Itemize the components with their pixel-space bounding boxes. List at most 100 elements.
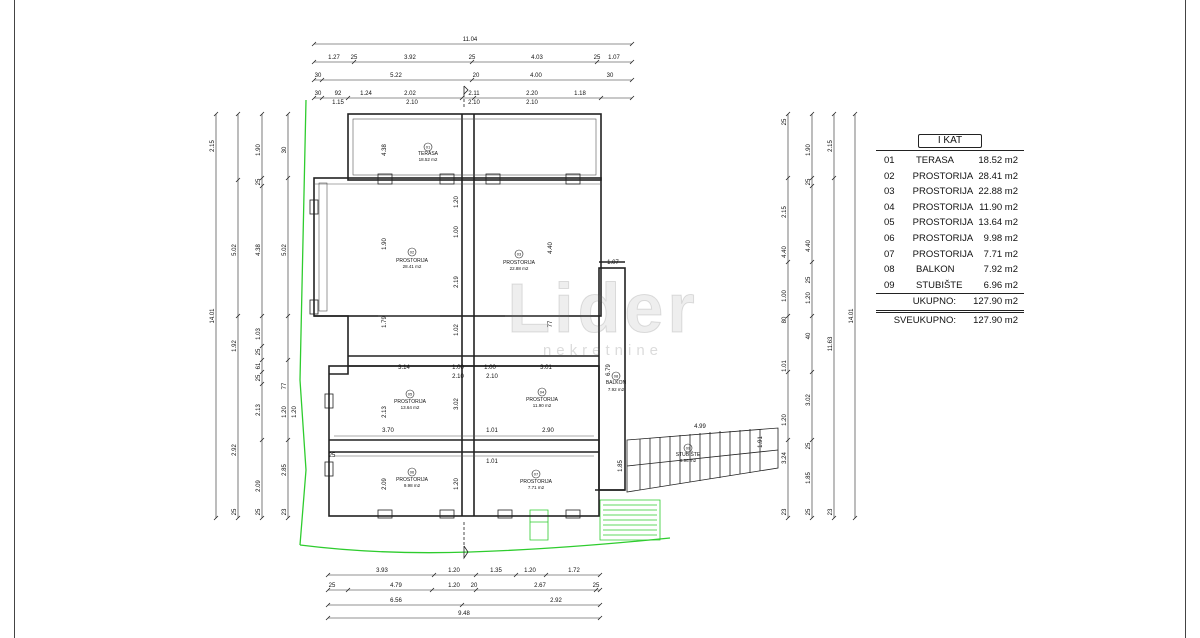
dim-inner: 2.90 bbox=[542, 428, 554, 434]
room-name: PROSTORIJA bbox=[912, 232, 974, 244]
dim-right: 25 bbox=[806, 178, 812, 185]
room-label-prostorija-03: 03 PROSTORIJA 22.88 m2 bbox=[503, 249, 536, 271]
dimension-tick bbox=[429, 587, 435, 593]
dimension-tick bbox=[351, 59, 357, 65]
room-number: 03 bbox=[884, 186, 895, 198]
grand-total-row: SVEUKUPNO: 127.90 m2 bbox=[876, 310, 1024, 329]
dimension-tick bbox=[235, 111, 241, 117]
room-name: STUBIŠTE bbox=[916, 279, 963, 291]
dim-right: 1.00 bbox=[782, 290, 788, 302]
dimension-tick bbox=[235, 177, 241, 183]
dim-top-total: 11.04 bbox=[463, 37, 478, 43]
dimension-tick bbox=[852, 111, 858, 117]
dimension-tick bbox=[513, 572, 519, 578]
dim-top: 4.00 bbox=[530, 73, 542, 79]
room-label-terasa: 01 TERASA 18.52 m2 bbox=[418, 142, 439, 162]
dimension-tick bbox=[809, 175, 815, 181]
dimension-tick bbox=[259, 515, 265, 521]
dimension-tick bbox=[325, 572, 331, 578]
dim-inner: 1.20 bbox=[454, 478, 460, 490]
dimension-tick bbox=[597, 602, 603, 608]
dimension-tick bbox=[285, 515, 291, 521]
dimension-tick bbox=[469, 77, 475, 83]
dim-left: 25 bbox=[256, 178, 262, 185]
grand-total-label: SVEUKUPNO: bbox=[893, 315, 956, 327]
dim-left: 1.03 bbox=[256, 328, 262, 340]
dim-top: 2.20 bbox=[526, 91, 538, 97]
windows bbox=[309, 173, 581, 519]
dim-top: 2.10 bbox=[468, 100, 480, 106]
dim-left: 23 bbox=[282, 508, 288, 515]
room-schedule-header-line bbox=[876, 150, 1024, 151]
dimension-tick bbox=[431, 572, 437, 578]
dim-bottom: 1.20 bbox=[448, 583, 460, 589]
dimension-tick bbox=[594, 59, 600, 65]
dimension-tick bbox=[597, 587, 603, 593]
grand-total-value: 127.90 m2 bbox=[973, 315, 1018, 327]
dimension-tick bbox=[471, 95, 477, 101]
svg-text:06: 06 bbox=[410, 470, 415, 475]
dim-right-total: 14.01 bbox=[849, 308, 855, 324]
svg-text:PROSTORIJA: PROSTORIJA bbox=[526, 397, 559, 403]
dimension-tick bbox=[285, 437, 291, 443]
svg-text:7.71 m2: 7.71 m2 bbox=[528, 485, 545, 490]
section-marks bbox=[463, 85, 469, 560]
dim-right: 4.40 bbox=[782, 246, 788, 258]
terrain-stairs bbox=[529, 499, 661, 541]
dim-inner: 6.79 bbox=[606, 364, 612, 376]
room-number: 02 bbox=[884, 170, 895, 182]
dimension-tick bbox=[831, 111, 837, 117]
dim-top: 92 bbox=[335, 91, 342, 97]
dimension-ticks bbox=[213, 41, 858, 621]
dimension-tick bbox=[259, 183, 265, 189]
svg-text:22.88 m2: 22.88 m2 bbox=[510, 266, 529, 271]
walls bbox=[313, 113, 626, 517]
dimension-tick bbox=[259, 111, 265, 117]
dim-inner: 4.40 bbox=[548, 242, 554, 254]
dim-inner: 2.19 bbox=[454, 276, 460, 288]
total-label: UKUPNO: bbox=[912, 296, 956, 308]
dim-top: 5.22 bbox=[390, 73, 402, 79]
dimension-tick bbox=[809, 313, 815, 319]
dim-bottom: 2.92 bbox=[550, 598, 562, 604]
dimension-tick bbox=[235, 515, 241, 521]
dimension-tick bbox=[259, 313, 265, 319]
svg-text:11.90 m2: 11.90 m2 bbox=[533, 403, 552, 408]
dim-right: 3.24 bbox=[782, 452, 788, 464]
svg-text:13.64 m2: 13.64 m2 bbox=[401, 405, 420, 410]
dimension-tick bbox=[785, 175, 791, 181]
dimension-lines bbox=[215, 43, 856, 619]
dim-inner: 2.10 bbox=[486, 374, 498, 380]
svg-text:6.96 m2: 6.96 m2 bbox=[680, 458, 697, 463]
dim-top: 1.27 bbox=[328, 55, 340, 61]
dimension-tick bbox=[785, 313, 791, 319]
dimension-tick bbox=[629, 77, 635, 83]
room-label-prostorija-04: 04 PROSTORIJA 11.90 m2 bbox=[526, 387, 559, 408]
dimension-tick bbox=[285, 175, 291, 181]
room-number: 08 bbox=[884, 264, 895, 276]
dim-inner: 2.10 bbox=[452, 374, 464, 380]
dim-top: 4.03 bbox=[531, 55, 543, 61]
dim-left: 1.20 bbox=[282, 406, 288, 418]
dimension-tick bbox=[809, 515, 815, 521]
dimension-tick bbox=[213, 111, 219, 117]
room-name: PROSTORIJA bbox=[912, 248, 974, 260]
dim-top: 20 bbox=[473, 73, 480, 79]
room-area: 28.41 m2 bbox=[978, 170, 1018, 182]
dim-inner: 1.00 bbox=[484, 365, 496, 371]
dimension-tick bbox=[325, 602, 331, 608]
dim-right: 25 bbox=[782, 118, 788, 125]
dim-top: 2.10 bbox=[406, 100, 418, 106]
dimension-tick bbox=[809, 111, 815, 117]
dim-inner: 1.01 bbox=[486, 428, 498, 434]
dim-inner: 3.14 bbox=[398, 365, 410, 371]
dimension-tick bbox=[852, 515, 858, 521]
svg-text:03: 03 bbox=[517, 252, 522, 257]
wall-inner-lines bbox=[314, 118, 601, 457]
dimension-tick bbox=[785, 369, 791, 375]
dim-right: 40 bbox=[806, 332, 812, 339]
dimension-tick bbox=[213, 515, 219, 521]
